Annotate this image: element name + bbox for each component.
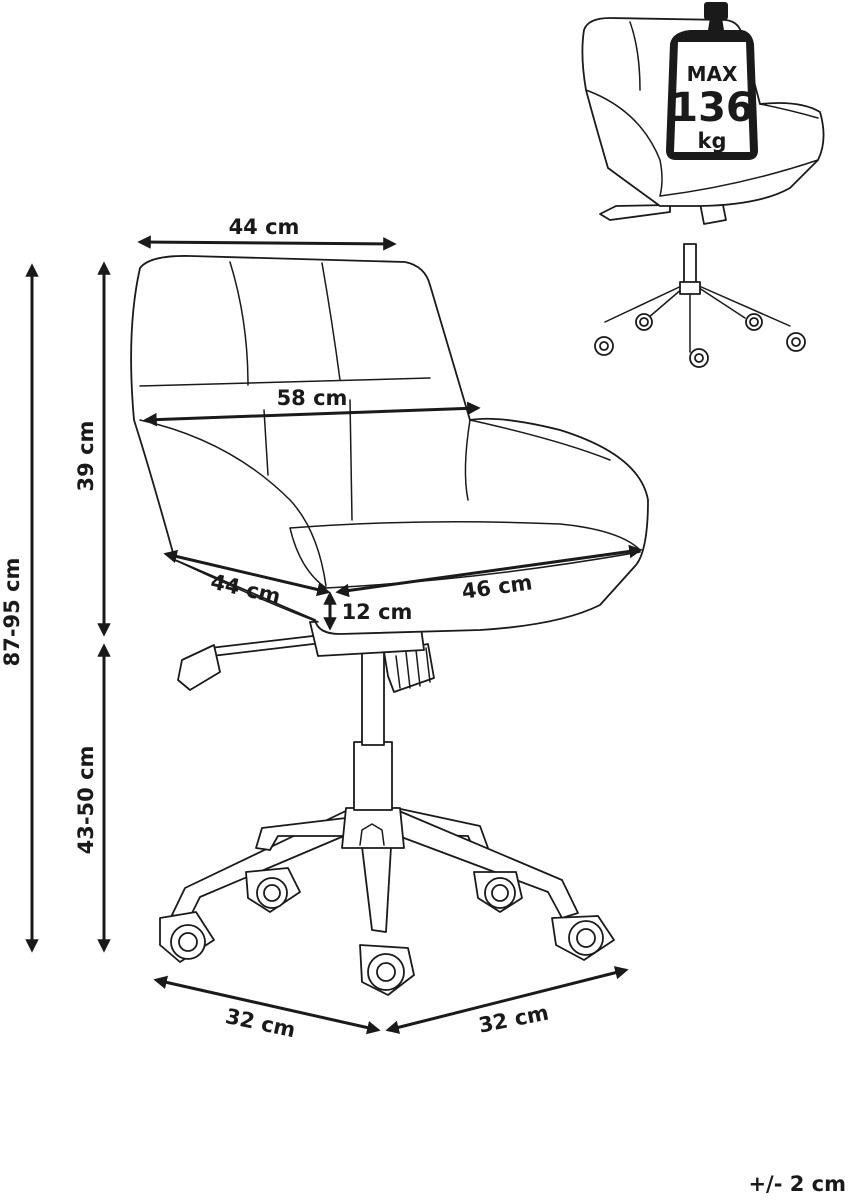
max-load-unit: kg — [698, 129, 727, 153]
dim-base-left-line — [153, 975, 381, 1035]
label-seat-height: 43-50 cm — [74, 746, 98, 855]
wheel-back-right — [473, 871, 523, 913]
wheel-front-right — [551, 915, 615, 961]
chair-shell — [130, 255, 649, 635]
small-chair-illustration: MAX 136 kg — [581, 2, 825, 368]
dim-seat-depth-line — [163, 549, 331, 597]
dimension-lines — [25, 235, 643, 1035]
label-arm-width: 58 cm — [277, 386, 348, 410]
label-seat-thickness: 12 cm — [342, 600, 413, 624]
max-load-weight-icon: MAX 136 kg — [666, 2, 758, 160]
main-chair-illustration — [130, 255, 649, 996]
dim-base-right-line — [385, 966, 629, 1034]
label-total-height: 87-95 cm — [0, 558, 24, 667]
height-lever — [177, 633, 331, 691]
max-load-label: MAX — [687, 62, 738, 86]
wheel-front-left — [159, 911, 215, 963]
dim-top-width-line — [137, 235, 397, 251]
max-load-value: 136 — [670, 85, 754, 131]
dim-seat-width-line — [335, 544, 643, 598]
gas-lift-column — [353, 649, 393, 811]
wheel-front-center — [359, 944, 415, 996]
wheel-back-left — [245, 867, 301, 913]
label-back-height: 39 cm — [74, 421, 98, 492]
tolerance-note: +/- 2 cm — [748, 1172, 846, 1196]
label-top-width: 44 cm — [229, 215, 300, 239]
dim-arm-width-line — [143, 401, 481, 427]
chair-base — [171, 807, 579, 933]
